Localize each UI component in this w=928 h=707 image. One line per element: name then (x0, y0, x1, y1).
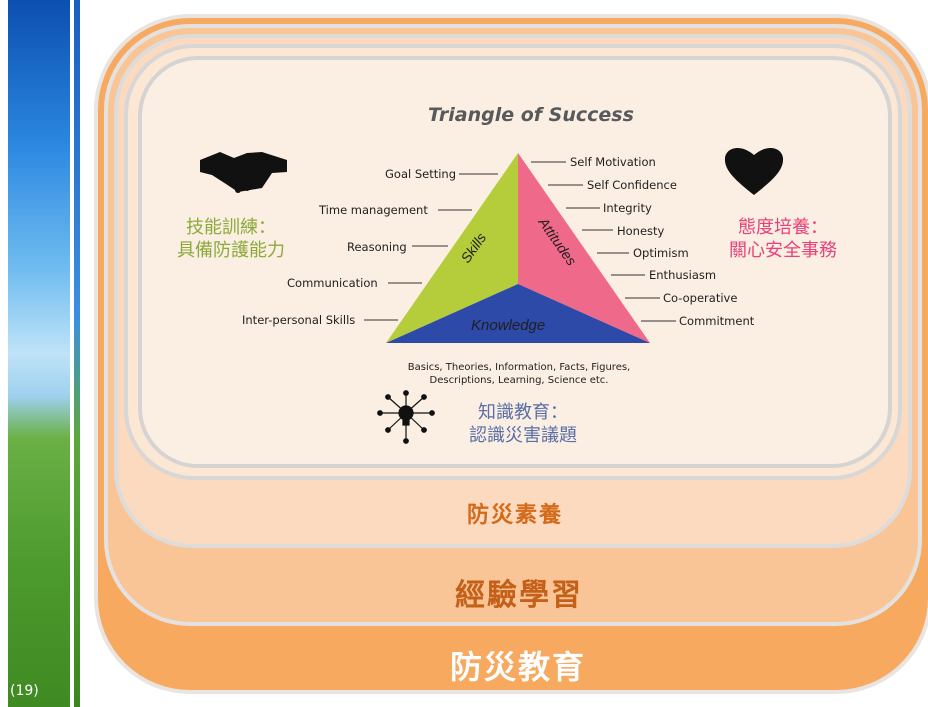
knowledge-segment (386, 284, 650, 343)
knowledge-description-line: Descriptions, Learning, Science etc. (429, 375, 609, 386)
knowledge-caption-line: 認識災害議題 (469, 425, 577, 446)
skills-item: Time management (319, 203, 428, 217)
attitudes-item: Self Confidence (587, 178, 677, 192)
knowledge-label: Knowledge (471, 317, 545, 334)
experience-label: 經驗學習 (455, 578, 583, 613)
attitudes-item: Integrity (603, 201, 652, 215)
knowledge-caption: 知識教育： 認識災害議題 (448, 401, 598, 447)
attitudes-item: Enthusiasm (649, 268, 717, 282)
skills-item: Communication (287, 276, 378, 290)
attitudes-item: Self Motivation (570, 155, 656, 169)
attitudes-caption-line: 態度培養： (738, 217, 828, 238)
skills-caption-line: 技能訓練： (186, 217, 276, 238)
heart-icon (724, 147, 784, 195)
attitudes-item: Honesty (617, 224, 665, 238)
knowledge-caption-line: 知識教育： (478, 402, 568, 423)
attitudes-item: Optimism (633, 246, 689, 260)
knowledge-description-line: Basics, Theories, Information, Facts, Fi… (407, 362, 631, 373)
decorative-sky-strip (8, 0, 70, 707)
decorative-sky-strip-thin (74, 0, 80, 707)
lightbulb-network-icon (377, 390, 435, 444)
skills-item: Inter-personal Skills (242, 313, 356, 327)
attitudes-item: Co-operative (663, 291, 738, 305)
literacy-label: 防災素養 (467, 503, 564, 528)
skills-segment (386, 153, 518, 343)
skills-item: Goal Setting (385, 167, 457, 181)
skills-caption: 技能訓練： 具備防護能力 (156, 216, 306, 262)
attitudes-caption: 態度培養： 關心安全事務 (708, 216, 858, 262)
knowledge-description: Basics, Theories, Information, Facts, Fi… (380, 361, 658, 387)
diagram-title: Triangle of Success (428, 104, 634, 126)
page-number: (19) (10, 683, 39, 699)
skills-caption-line: 具備防護能力 (177, 240, 285, 261)
attitudes-caption-line: 關心安全事務 (729, 240, 837, 261)
attitudes-segment (518, 153, 650, 343)
attitudes-item: Commitment (679, 314, 755, 328)
skills-item: Reasoning (347, 240, 407, 254)
education-label: 防災教育 (450, 648, 587, 686)
page-number-value: 19 (15, 683, 34, 699)
handshake-icon (200, 152, 287, 193)
